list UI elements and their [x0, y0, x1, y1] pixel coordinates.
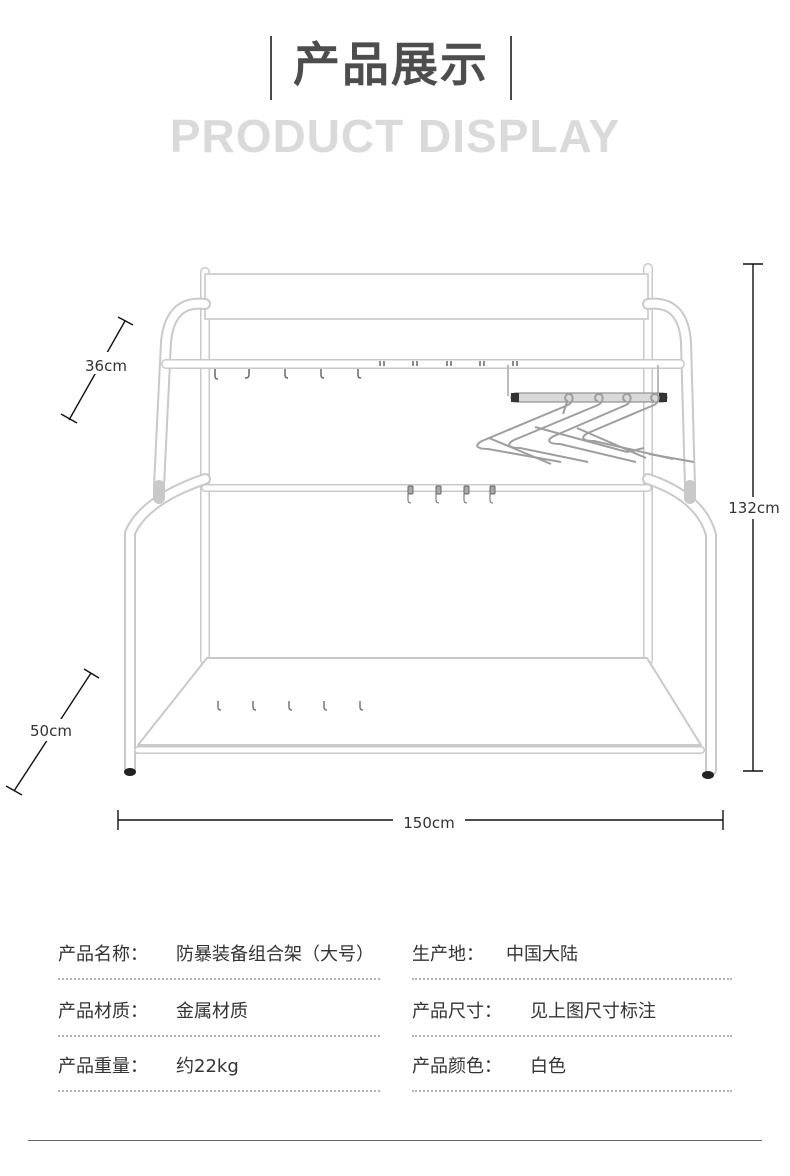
spec-label-origin: 生产地：	[412, 944, 484, 965]
bottom-divider	[28, 1140, 762, 1141]
hanging-rod-area	[476, 365, 695, 465]
spec-divider-material	[58, 1035, 380, 1037]
shelf-rack-illustration: 36cm 50cm 132cm 150cm	[5, 263, 784, 832]
spec-divider-name	[58, 978, 380, 980]
spec-label-color: 产品颜色：	[412, 1056, 502, 1077]
spec-label-material: 产品材质：	[58, 1001, 148, 1022]
right-foot	[702, 771, 714, 779]
spec-section: 产品名称： 防暴装备组合架（大号） 生产地： 中国大陆 产品材质： 金属材质 产…	[0, 920, 790, 1100]
hanging-rod	[510, 392, 668, 403]
spec-value-color: 白色	[530, 1056, 566, 1077]
spec-value-material: 金属材质	[176, 1001, 248, 1022]
spec-label-weight: 产品重量：	[58, 1056, 148, 1077]
spec-value-size: 见上图尺寸标注	[530, 1001, 656, 1022]
dimension-tick-depth-bottom-2	[5, 785, 23, 796]
spec-label-size: 产品尺寸：	[412, 1001, 502, 1022]
dimension-label-bg-depth-top	[75, 352, 136, 374]
spec-divider-weight	[58, 1090, 380, 1092]
left-foot	[124, 768, 136, 776]
spec-value-origin: 中国大陆	[506, 944, 578, 965]
top-header-board	[204, 273, 649, 320]
product-illustration: 36cm 50cm 132cm 150cm	[0, 250, 790, 850]
title-block: 产品展示 PRODUCT DISPLAY	[0, 30, 790, 170]
spec-label-name: 产品名称：	[58, 944, 148, 965]
spec-value-name: 防暴装备组合架（大号）	[176, 944, 374, 965]
dimension-label-height: 132cm	[728, 499, 780, 517]
dimension-lines: 36cm 50cm 132cm 150cm	[5, 263, 784, 832]
dimension-tick-depth-top-1	[117, 316, 134, 326]
title-left-bar	[270, 36, 272, 100]
dimension-tick-depth-top-2	[60, 413, 78, 424]
page-title: 产品展示	[293, 38, 489, 93]
rack-frame	[124, 263, 717, 779]
dimension-label-depth-bottom: 50cm	[30, 722, 72, 740]
spec-row-material: 产品材质： 金属材质 产品尺寸： 见上图尺寸标注	[0, 992, 790, 1042]
bottom-tray	[137, 657, 702, 746]
title-right-bar	[510, 36, 512, 100]
spec-divider-origin	[412, 978, 732, 980]
spec-value-weight: 约22kg	[176, 1056, 239, 1077]
dimension-tick-depth-bottom-1	[83, 668, 100, 679]
dimension-label-depth-top: 36cm	[85, 357, 127, 375]
lower-hooks	[217, 701, 364, 711]
upper-hooks	[214, 361, 518, 380]
spec-row-weight: 产品重量： 约22kg 产品颜色： 白色	[0, 1047, 790, 1097]
hangers	[476, 392, 695, 465]
middle-hooks	[407, 485, 496, 504]
dimension-label-width: 150cm	[403, 814, 455, 832]
dimension-label-bg-width	[393, 810, 465, 832]
spec-divider-color	[412, 1090, 732, 1092]
dimension-label-bg-depth-bottom	[20, 719, 82, 741]
dimension-label-bg-height	[724, 497, 784, 519]
spec-row-name: 产品名称： 防暴装备组合架（大号） 生产地： 中国大陆	[0, 935, 790, 985]
spec-divider-size	[412, 1035, 732, 1037]
page-subtitle: PRODUCT DISPLAY	[169, 110, 621, 162]
